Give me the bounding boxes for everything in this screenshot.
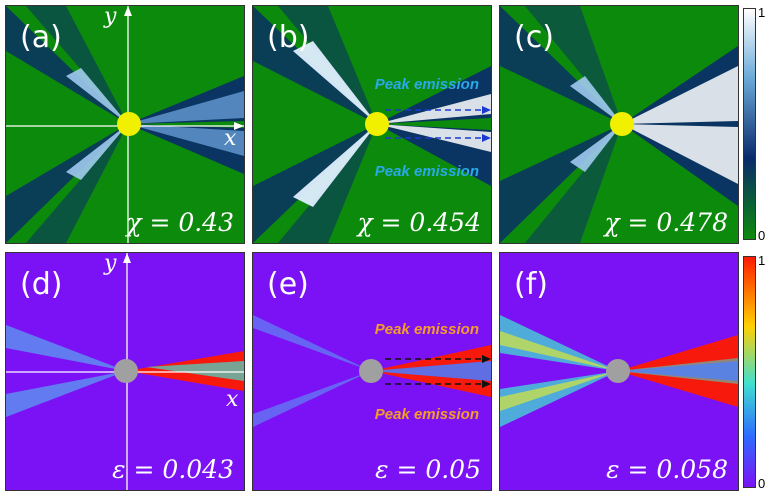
- panel-e-parameter: ε = 0.05: [375, 455, 481, 484]
- panel-b-parameter: χ = 0.454: [357, 208, 481, 237]
- panel-f-field-map: [500, 315, 738, 427]
- panel-e-annotation-bottom: Peak emission: [374, 406, 479, 423]
- panel-c-field-map: [500, 6, 738, 243]
- colorbar-top-max-label: 1: [758, 5, 766, 20]
- panel-d-field-map: [6, 253, 244, 490]
- panel-b-label: (b): [267, 20, 310, 55]
- panel-a: (a) y x χ = 0.43: [5, 5, 245, 244]
- panel-b-field-map: [253, 6, 491, 243]
- panel-a-label: (a): [20, 20, 62, 55]
- panel-b: (b) Peak emission Peak emission χ = 0.45…: [252, 5, 492, 244]
- colorbar-top-min-label: 0: [758, 228, 766, 243]
- panel-a-axis-y-label: y: [104, 5, 117, 29]
- panel-d-axis-y-label: y: [104, 252, 117, 276]
- panel-e-annotation-top: Peak emission: [374, 321, 479, 338]
- panel-b-annotation-top: Peak emission: [374, 76, 479, 93]
- panel-d-axis-x-label: x: [226, 387, 239, 412]
- panel-e: (e) Peak emission Peak emission ε = 0.05: [252, 252, 492, 491]
- panel-e-field-map: [253, 315, 491, 427]
- colorbar-top: [743, 8, 756, 240]
- panel-d: (d) y x ε = 0.043: [5, 252, 245, 491]
- panel-c-label: (c): [514, 20, 554, 55]
- panel-f-parameter: ε = 0.058: [606, 455, 728, 484]
- panel-a-parameter: χ = 0.43: [126, 208, 234, 237]
- panel-d-parameter: ε = 0.043: [112, 455, 234, 484]
- panel-e-label: (e): [267, 267, 309, 302]
- panel-a-axis-x-label: x: [224, 126, 237, 151]
- colorbar-bottom-min-label: 0: [758, 476, 766, 491]
- colorbar-bottom: [743, 256, 756, 488]
- panel-f-label: (f): [514, 267, 548, 302]
- panel-f: (f) ε = 0.058: [499, 252, 739, 491]
- panel-b-annotation-bottom: Peak emission: [374, 163, 479, 180]
- panel-c: (c) χ = 0.478: [499, 5, 739, 244]
- colorbar-bottom-max-label: 1: [758, 253, 766, 268]
- panel-d-label: (d): [20, 267, 63, 302]
- panel-a-field-map: [6, 6, 244, 243]
- panel-c-parameter: χ = 0.478: [604, 208, 728, 237]
